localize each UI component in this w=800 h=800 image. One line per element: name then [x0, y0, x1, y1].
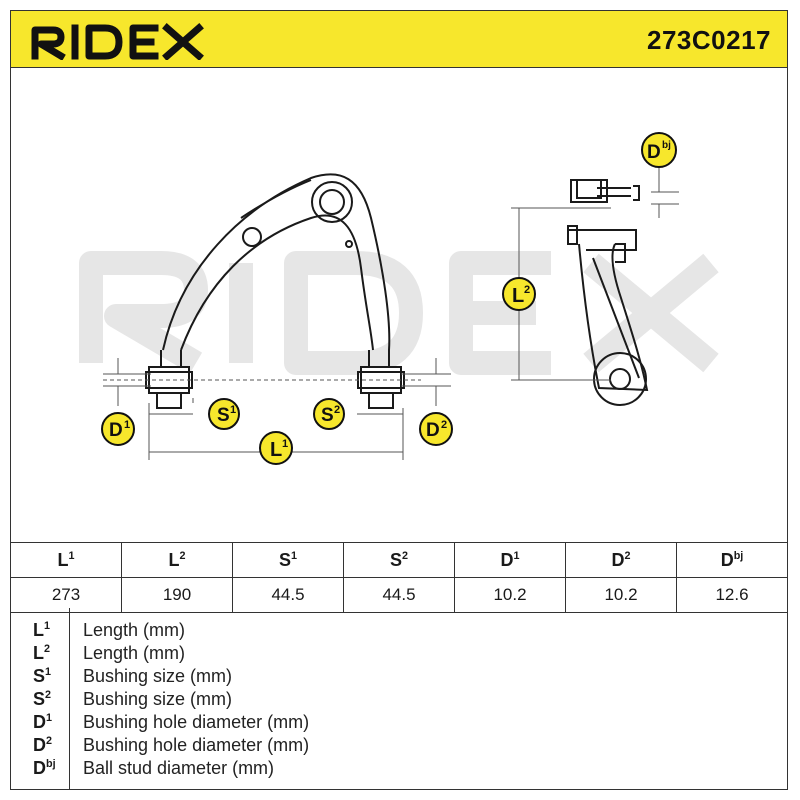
value-D1: 10.2 [454, 577, 566, 613]
value-L2: 190 [121, 577, 233, 613]
arm-front-view [145, 173, 405, 409]
col-L1: L1 [10, 542, 122, 578]
legend-description: Length (mm) [83, 643, 186, 663]
svg-text:1: 1 [124, 419, 130, 431]
svg-text:1: 1 [230, 404, 236, 416]
col-S1: S1 [232, 542, 344, 578]
svg-text:1: 1 [282, 438, 288, 450]
arm-side-view [567, 179, 649, 406]
legend-symbol: D1 [33, 712, 53, 732]
value-D2: 10.2 [565, 577, 677, 613]
svg-text:2: 2 [524, 284, 530, 296]
svg-text:S: S [321, 405, 334, 426]
value-S2: 44.5 [343, 577, 455, 613]
technical-drawing: L 1 S 1 S 2 D 1 D 2 L 2 D bj [79, 132, 719, 465]
legend-symbol: S2 [33, 689, 52, 709]
svg-text:D: D [647, 142, 661, 163]
legend-symbol: S1 [33, 666, 52, 686]
legend-symbol: L1 [33, 620, 51, 640]
legend: L1 Length (mm) L2 Length (mm) S1 Bushing… [10, 608, 788, 790]
legend-item: Dbj Ball stud diameter (mm) [11, 758, 787, 781]
col-L2: L2 [121, 542, 233, 578]
watermark-logo [79, 251, 719, 375]
callout-L2: L 2 [502, 277, 536, 311]
legend-item: L2 Length (mm) [11, 643, 787, 666]
legend-item: S2 Bushing size (mm) [11, 689, 787, 712]
svg-text:D: D [109, 420, 123, 441]
callout-L1: L 1 [259, 431, 293, 465]
col-S2: S2 [343, 542, 455, 578]
svg-text:L: L [512, 285, 524, 307]
callout-D1: D 1 [101, 412, 135, 446]
legend-description: Bushing hole diameter (mm) [83, 712, 310, 732]
svg-text:bj: bj [662, 140, 671, 151]
part-number: 273C0217 [647, 25, 771, 55]
legend-description: Bushing size (mm) [83, 689, 233, 709]
svg-text:2: 2 [334, 404, 340, 416]
legend-divider [69, 608, 70, 789]
legend-description: Bushing size (mm) [83, 666, 233, 686]
legend-item: D1 Bushing hole diameter (mm) [11, 712, 787, 735]
callout-S2: S 2 [313, 398, 345, 430]
legend-description: Ball stud diameter (mm) [83, 758, 275, 778]
value-Dbj: 12.6 [676, 577, 788, 613]
svg-text:S: S [217, 405, 230, 426]
col-Dbj: Dbj [676, 542, 788, 578]
svg-text:L: L [270, 439, 282, 461]
legend-item: D2 Bushing hole diameter (mm) [11, 735, 787, 758]
brand-logo [31, 23, 204, 60]
legend-description: Bushing hole diameter (mm) [83, 735, 310, 755]
legend-description: Length (mm) [83, 620, 186, 640]
dimension-lines-front [103, 358, 451, 460]
value-S1: 44.5 [232, 577, 344, 613]
callout-S1: S 1 [208, 398, 240, 430]
callout-D2: D 2 [419, 412, 453, 446]
legend-symbol: Dbj [33, 758, 56, 778]
svg-text:D: D [426, 420, 440, 441]
col-D1: D1 [454, 542, 566, 578]
header-bar: 273C0217 [10, 10, 788, 68]
col-D2: D2 [565, 542, 677, 578]
spec-header-row: L1 L2 S1 S2 D1 D2 Dbj [10, 542, 788, 578]
legend-symbol: L2 [33, 643, 51, 663]
spec-table: L1 L2 S1 S2 D1 D2 Dbj 273 190 44.5 44.5 … [10, 542, 788, 613]
legend-symbol: D2 [33, 735, 53, 755]
legend-item: L1 Length (mm) [11, 620, 787, 643]
spec-value-row: 273 190 44.5 44.5 10.2 10.2 12.6 [10, 577, 788, 613]
legend-item: S1 Bushing size (mm) [11, 666, 787, 689]
callout-Dbj: D bj [641, 132, 677, 168]
svg-text:2: 2 [441, 419, 447, 431]
